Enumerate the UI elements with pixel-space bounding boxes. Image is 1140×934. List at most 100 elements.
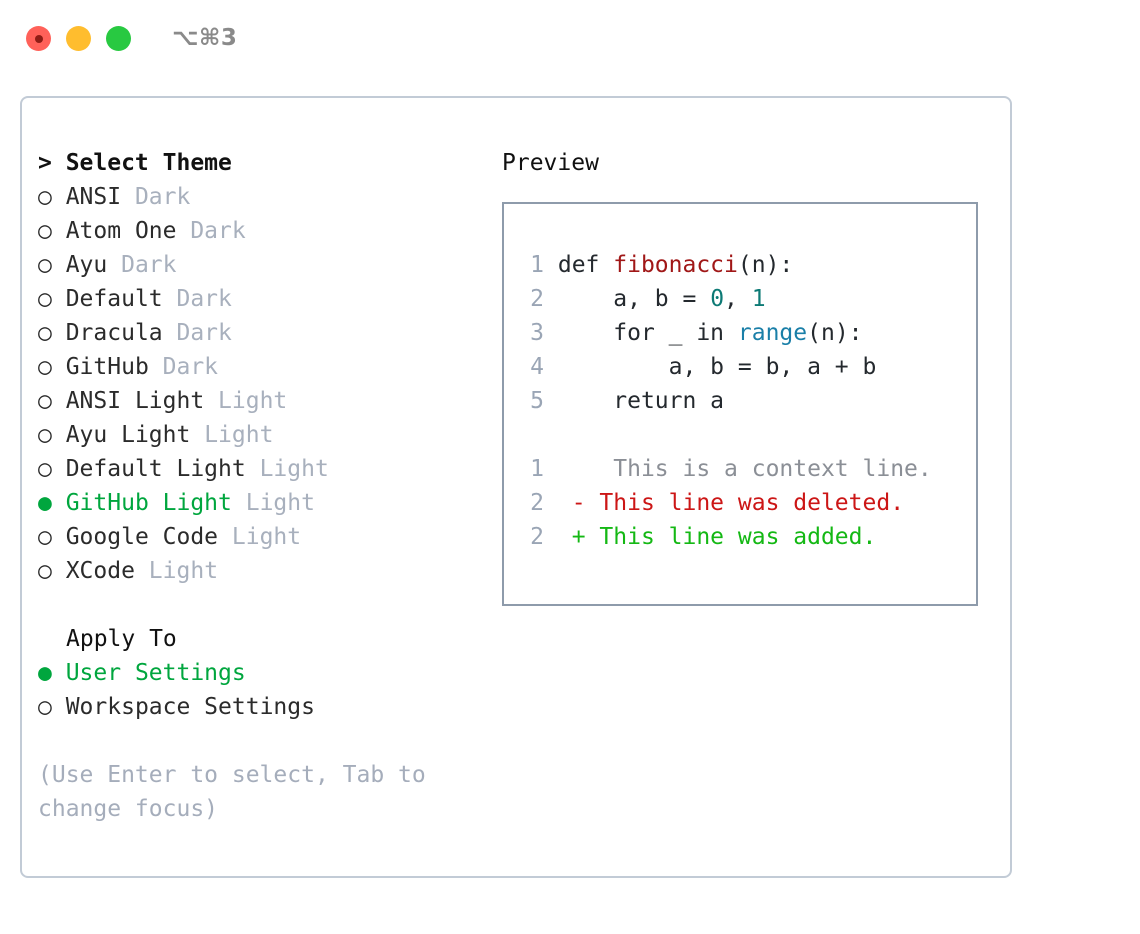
theme-option-label: XCode [51,558,135,584]
theme-option-label: Default Light [51,456,246,482]
hint-spacer [38,724,478,758]
theme-variant-badge: Light [231,490,315,516]
diff-marker: - [571,490,586,516]
theme-option-label: Atom One [51,218,177,244]
radio-unselected-icon: ○ [38,558,52,584]
theme-option-ayu[interactable]: ○ Ayu Dark [38,248,478,282]
radio-unselected-icon: ○ [38,354,52,380]
theme-variant-badge: Dark [121,184,191,210]
preview-column: Preview [502,146,992,180]
theme-option-label: GitHub Light [51,490,232,516]
preview-heading: Preview [502,150,599,176]
theme-option-ansi[interactable]: ○ ANSI Dark [38,180,478,214]
theme-variant-badge: Dark [107,252,177,278]
diff-marker [572,456,586,482]
content-panel: > Select Theme ○ ANSI Dark○ Atom One Dar… [20,96,1012,878]
radio-unselected-icon: ○ [38,456,52,482]
diff-line-ctx: 1 This is a context line. [522,452,968,486]
radio-selected-icon: ● [38,490,52,516]
theme-variant-badge: Light [190,422,274,448]
theme-option-default[interactable]: ○ Default Dark [38,282,478,316]
maximize-window-button[interactable] [106,26,131,51]
diff-line-number: 2 [530,490,544,516]
code-line: 5 return a [522,384,968,418]
theme-option-label: Default [51,286,163,312]
code-token-plain: for _ in [557,320,738,346]
apply-to-option-label: Workspace Settings [51,694,315,720]
keyboard-hint-text: (Use Enter to select, Tab to change focu… [38,762,440,822]
code-token-plain: , [724,286,752,312]
theme-variant-badge: Dark [162,320,232,346]
theme-option-label: Ayu [51,252,108,278]
code-line: 3 for _ in range(n): [522,316,968,350]
title-bar: ⌥⌘3 [0,0,1140,78]
radio-unselected-icon: ○ [38,694,52,720]
theme-option-dracula[interactable]: ○ Dracula Dark [38,316,478,350]
theme-variant-badge: Light [134,558,219,584]
theme-option-label: Google Code [51,524,219,550]
theme-option-ayu-light[interactable]: ○ Ayu Light Light [38,418,478,452]
select-theme-heading: > Select Theme [38,150,232,176]
radio-unselected-icon: ○ [38,218,52,244]
code-line: 4 a, b = b, a + b [522,350,968,384]
theme-variant-badge: Dark [162,286,232,312]
radio-unselected-icon: ○ [38,252,52,278]
radio-unselected-icon: ○ [38,184,52,210]
theme-option-list: ○ ANSI Dark○ Atom One Dark○ Ayu Dark○ De… [38,180,478,588]
minimize-window-button[interactable] [66,26,91,51]
theme-option-ansi-light[interactable]: ○ ANSI Light Light [38,384,478,418]
close-window-button[interactable] [26,26,51,51]
theme-variant-badge: Light [245,456,329,482]
radio-unselected-icon: ○ [38,388,52,414]
code-token-plain: (n): [807,320,863,346]
diff-text: This line was deleted. [585,490,905,516]
code-line-number: 4 [530,354,544,380]
code-line-number: 1 [530,252,544,278]
code-token-plain: def [557,252,614,278]
theme-option-label: ANSI Light [51,388,205,414]
code-token-fn: fibonacci [613,252,738,278]
apply-to-option-label: User Settings [51,660,246,686]
code-token-num: 1 [751,286,766,312]
apply-to-option-user-settings[interactable]: ● User Settings [38,656,478,690]
theme-option-google-code[interactable]: ○ Google Code Light [38,520,478,554]
theme-option-github[interactable]: ○ GitHub Dark [38,350,478,384]
apply-to-option-list: ● User Settings○ Workspace Settings [38,656,478,724]
theme-option-label: GitHub [51,354,149,380]
code-token-plain: (n): [737,252,794,278]
diff-line-add: 2 + This line was added. [522,520,968,554]
code-line: 2 a, b = 0, 1 [522,282,968,316]
code-line-number: 5 [530,388,544,414]
radio-unselected-icon: ○ [38,320,52,346]
keyboard-shortcut-label: ⌥⌘3 [172,25,238,51]
radio-unselected-icon: ○ [38,286,52,312]
code-token-bi: range [737,320,808,346]
code-line-number: 3 [530,320,544,346]
theme-variant-badge: Light [204,388,288,414]
code-line: 1 def fibonacci(n): [522,248,968,282]
radio-unselected-icon: ○ [38,524,52,550]
theme-variant-badge: Dark [176,218,246,244]
theme-option-github-light[interactable]: ● GitHub Light Light [38,486,478,520]
theme-variant-badge: Dark [148,354,219,380]
code-token-plain: a, b = b, a + b [557,354,877,380]
theme-variant-badge: Light [218,524,302,550]
list-spacer [38,588,478,622]
theme-option-xcode[interactable]: ○ XCode Light [38,554,478,588]
diff-line-del: 2 - This line was deleted. [522,486,968,520]
code-line-number: 2 [530,286,544,312]
diff-sample-block: 1 This is a context line.2 - This line w… [522,452,968,554]
code-token-plain: return a [557,388,725,414]
apply-to-heading: Apply To [66,626,177,652]
theme-option-label: ANSI [51,184,122,210]
radio-unselected-icon: ○ [38,422,52,448]
theme-option-atom-one[interactable]: ○ Atom One Dark [38,214,478,248]
apply-to-option-workspace-settings[interactable]: ○ Workspace Settings [38,690,478,724]
diff-line-number: 1 [530,456,544,482]
diff-text: This is a context line. [585,456,932,482]
code-diff-gap [522,418,968,452]
theme-option-default-light[interactable]: ○ Default Light Light [38,452,478,486]
